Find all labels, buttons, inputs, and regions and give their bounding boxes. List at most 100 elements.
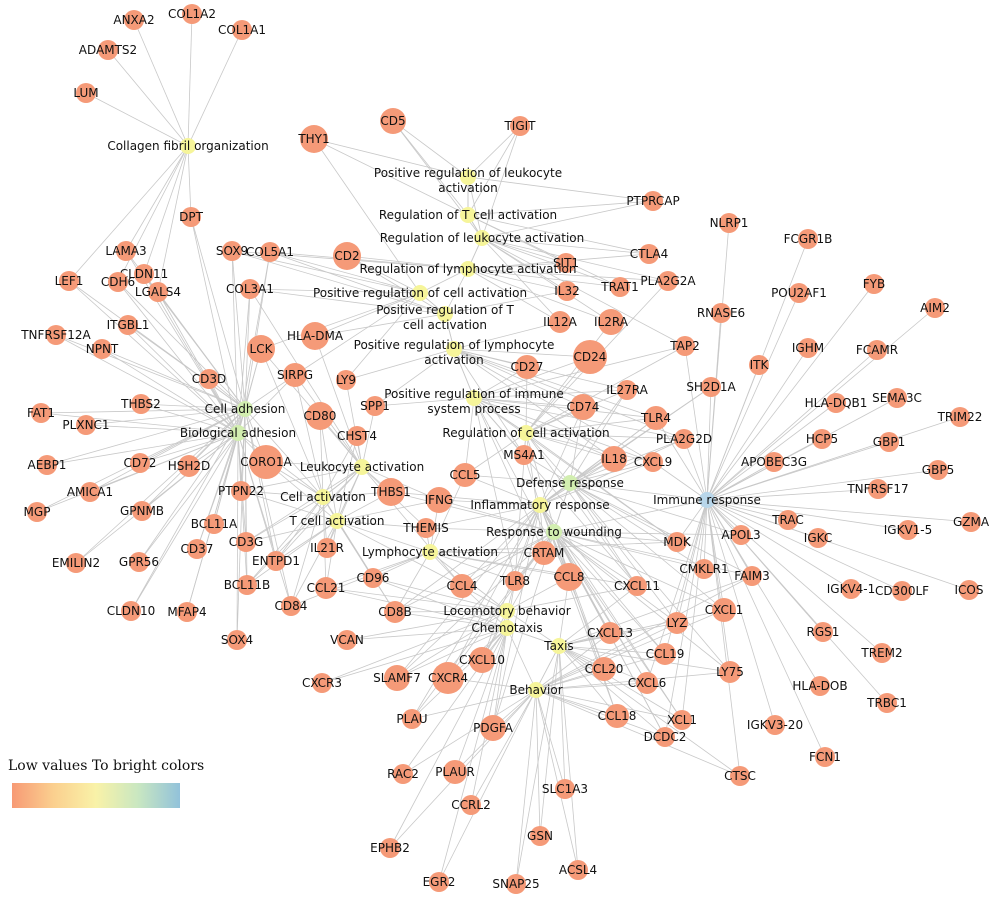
gene-node-igkv3-20[interactable] — [765, 715, 785, 735]
gene-node-ccl8[interactable] — [555, 563, 583, 591]
term-node-positive-regulation-of-t-cell-activation[interactable] — [437, 306, 453, 322]
term-node-response-to-wounding[interactable] — [546, 524, 562, 540]
term-node-behavior[interactable] — [528, 682, 544, 698]
gene-node-thbs2[interactable] — [131, 394, 151, 414]
gene-node-cldn10[interactable] — [121, 601, 141, 621]
gene-node-bcl11a[interactable] — [204, 514, 224, 534]
gene-node-sema3c[interactable] — [887, 388, 907, 408]
gene-node-emilin2[interactable] — [66, 553, 86, 573]
term-node-positive-regulation-of-immune-system-process[interactable] — [466, 390, 482, 406]
gene-node-tap2[interactable] — [675, 336, 695, 356]
gene-node-ephb2[interactable] — [380, 838, 400, 858]
gene-node-ptpn22[interactable] — [231, 481, 251, 501]
gene-node-cxcl13[interactable] — [599, 622, 621, 644]
gene-node-cd8b[interactable] — [384, 601, 406, 623]
gene-node-cd3g[interactable] — [236, 532, 256, 552]
term-node-regulation-of-cell-activation[interactable] — [518, 425, 534, 441]
gene-node-slamf7[interactable] — [384, 665, 410, 691]
gene-node-ccl5[interactable] — [453, 463, 477, 487]
term-node-regulation-of-t-cell-activation[interactable] — [460, 207, 476, 223]
term-node-positive-regulation-of-leukocyte-activation[interactable] — [460, 169, 476, 185]
term-node-cell-adhesion[interactable] — [237, 401, 253, 417]
gene-node-cd74[interactable] — [570, 394, 596, 420]
gene-node-il18[interactable] — [601, 446, 627, 472]
gene-node-gbp1[interactable] — [879, 432, 899, 452]
gene-node-col5a1[interactable] — [260, 242, 280, 262]
gene-node-il32[interactable] — [557, 281, 577, 301]
gene-node-hsh2d[interactable] — [178, 455, 200, 477]
gene-node-thy1[interactable] — [300, 125, 328, 153]
gene-node-dcdc2[interactable] — [655, 727, 675, 747]
gene-node-il21r[interactable] — [317, 538, 337, 558]
gene-node-gpnmb[interactable] — [132, 501, 152, 521]
gene-node-cxcl1[interactable] — [712, 598, 736, 622]
gene-node-coro1a[interactable] — [249, 445, 283, 479]
gene-node-ifng[interactable] — [426, 487, 452, 513]
gene-node-hla-dma[interactable] — [301, 322, 329, 350]
gene-node-entpd1[interactable] — [266, 551, 286, 571]
gene-node-tnfrsf17[interactable] — [868, 479, 888, 499]
gene-node-themis[interactable] — [416, 518, 436, 538]
gene-node-amica1[interactable] — [80, 482, 100, 502]
gene-node-slc1a3[interactable] — [555, 779, 575, 799]
gene-node-col1a2[interactable] — [182, 4, 202, 24]
gene-node-tlr4[interactable] — [644, 406, 668, 430]
gene-node-spp1[interactable] — [365, 396, 385, 416]
gene-node-cd5[interactable] — [380, 108, 406, 134]
term-node-positive-regulation-of-lymphocyte-activation[interactable] — [446, 341, 462, 357]
gene-node-ptprcap[interactable] — [643, 191, 663, 211]
gene-node-lef1[interactable] — [59, 271, 79, 291]
term-node-cell-activation[interactable] — [315, 489, 331, 505]
gene-node-ctsc[interactable] — [730, 766, 750, 786]
gene-node-lum[interactable] — [76, 83, 96, 103]
gene-node-ms4a1[interactable] — [514, 445, 534, 465]
gene-node-trim22[interactable] — [950, 407, 970, 427]
gene-node-fat1[interactable] — [31, 403, 51, 423]
term-node-taxis[interactable] — [551, 638, 567, 654]
gene-node-fcamr[interactable] — [867, 340, 887, 360]
gene-node-cxcl11[interactable] — [627, 576, 647, 596]
gene-node-gbp5[interactable] — [928, 460, 948, 480]
gene-node-cxcl9[interactable] — [643, 452, 663, 472]
gene-node-ccl4[interactable] — [450, 574, 474, 598]
gene-node-trem2[interactable] — [872, 643, 892, 663]
gene-node-rgs1[interactable] — [813, 622, 833, 642]
gene-node-cd24[interactable] — [573, 340, 607, 374]
gene-node-faim3[interactable] — [742, 566, 762, 586]
gene-node-cldn11[interactable] — [134, 264, 154, 284]
gene-node-igkc[interactable] — [808, 528, 828, 548]
gene-node-hcp5[interactable] — [812, 429, 832, 449]
gene-node-lama3[interactable] — [116, 241, 136, 261]
gene-node-egr2[interactable] — [429, 872, 449, 892]
gene-node-cd27[interactable] — [515, 355, 539, 379]
gene-node-trbc1[interactable] — [877, 693, 897, 713]
gene-node-vcan[interactable] — [337, 630, 357, 650]
gene-node-sox4[interactable] — [227, 630, 247, 650]
gene-node-chst4[interactable] — [347, 426, 367, 446]
gene-node-lgals4[interactable] — [148, 282, 168, 302]
gene-node-gzma[interactable] — [961, 512, 981, 532]
gene-node-dpt[interactable] — [181, 207, 201, 227]
term-node-regulation-of-leukocyte-activation[interactable] — [474, 230, 490, 246]
gene-node-itk[interactable] — [749, 355, 769, 375]
gene-node-cxcl10[interactable] — [469, 647, 495, 673]
gene-node-sh2d1a[interactable] — [701, 377, 721, 397]
gene-node-ccrl2[interactable] — [461, 795, 481, 815]
gene-node-pdgfa[interactable] — [480, 715, 506, 741]
gene-node-trat1[interactable] — [610, 277, 630, 297]
gene-node-cd2[interactable] — [333, 242, 361, 270]
gene-node-pla2g2d[interactable] — [674, 429, 694, 449]
term-node-lymphocyte-activation[interactable] — [422, 544, 438, 560]
gene-node-itgbl1[interactable] — [118, 315, 138, 335]
gene-node-cd96[interactable] — [363, 568, 383, 588]
gene-node-apobec3g[interactable] — [764, 452, 784, 472]
gene-node-ly9[interactable] — [336, 370, 356, 390]
gene-node-lck[interactable] — [247, 335, 275, 363]
gene-node-acsl4[interactable] — [568, 860, 588, 880]
term-node-chemotaxis[interactable] — [499, 620, 515, 636]
gene-node-cd37[interactable] — [187, 539, 207, 559]
gene-node-nlrp1[interactable] — [719, 213, 739, 233]
gene-node-tlr8[interactable] — [505, 571, 525, 591]
gene-node-lyz[interactable] — [666, 612, 688, 634]
gene-node-adamts2[interactable] — [98, 40, 118, 60]
